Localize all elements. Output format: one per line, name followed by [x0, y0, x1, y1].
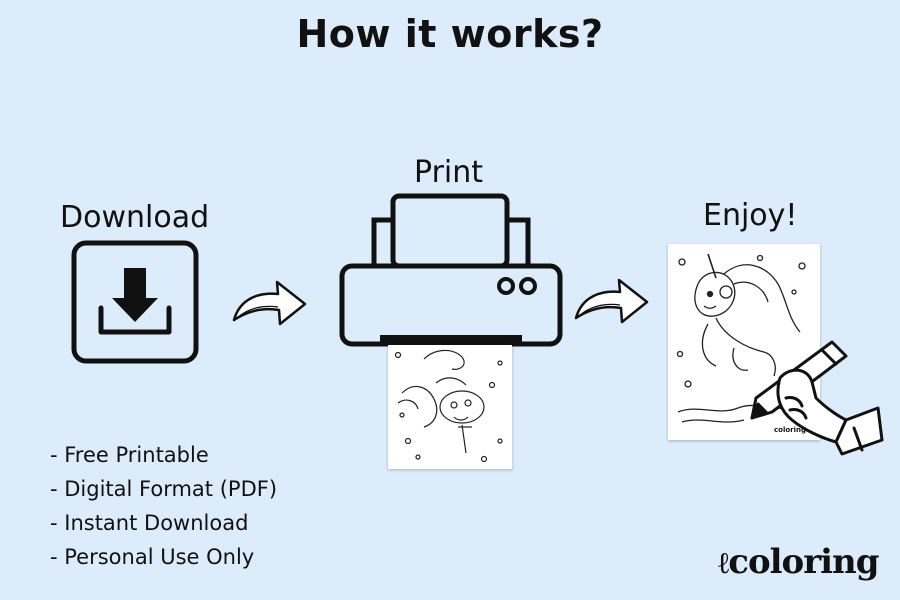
logo-swirl-icon: ℓ: [718, 546, 729, 581]
step-download-label: Download: [60, 200, 210, 235]
logo-text: coloring: [728, 542, 879, 582]
download-icon: [71, 240, 199, 364]
page-title: How it works?: [296, 12, 604, 56]
printer-icon: [339, 193, 563, 347]
step-print-label: Print: [414, 155, 484, 190]
hand-pencil-icon: [750, 340, 884, 456]
unicorn-drawing: [676, 253, 809, 423]
features-list: - Free Printable - Digital Format (PDF) …: [50, 438, 277, 574]
feature-item: - Personal Use Only: [50, 545, 255, 569]
sheet-logo: coloring: [774, 426, 807, 434]
arrow-right-icon: [574, 278, 649, 324]
feature-item: - Instant Download: [50, 511, 249, 535]
feature-item: - Digital Format (PDF): [50, 477, 278, 501]
arrow-right-icon: [232, 280, 307, 326]
brand-logo: ℓcoloring: [718, 542, 880, 582]
feature-item: - Free Printable: [50, 443, 209, 467]
step-enjoy-label: Enjoy!: [703, 198, 798, 233]
printed-coloring-page: [388, 345, 512, 469]
